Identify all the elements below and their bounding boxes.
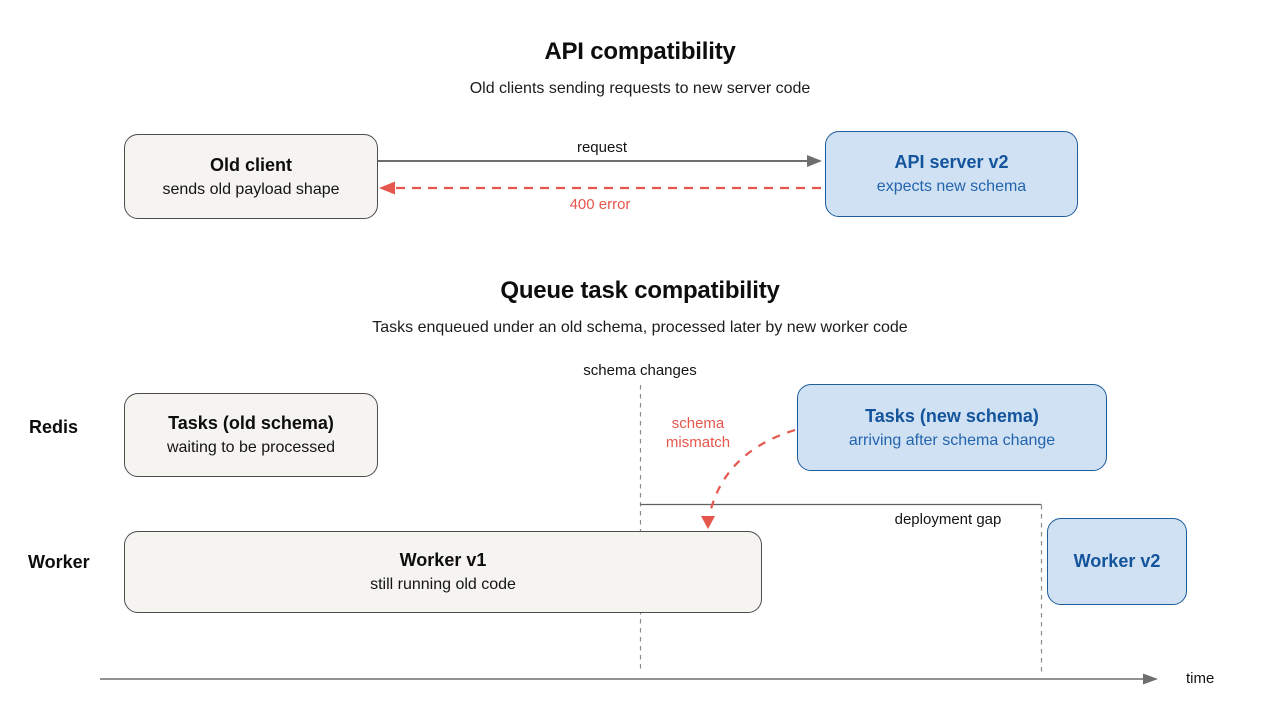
schema-changes-label: schema changes [583,362,697,379]
api-server-title: API server v2 [894,152,1009,173]
error-arrow-label: 400 error [569,196,631,213]
tasks-old-box: Tasks (old schema) waiting to be process… [124,393,378,477]
schema-mismatch-label-line1: schema [671,415,725,432]
lane-label-redis: Redis [29,417,79,437]
lane-label-worker: Worker [28,552,90,572]
old-client-box: Old client sends old payload shape [124,134,378,219]
worker-v1-title: Worker v1 [399,550,487,571]
tasks-old-subtitle: waiting to be processed [166,439,336,457]
tasks-new-subtitle: arriving after schema change [848,431,1056,449]
request-arrow-label: request [576,139,628,156]
queue-section-subtitle: Tasks enqueued under an old schema, proc… [372,319,908,336]
old-client-subtitle: sends old payload shape [162,180,340,198]
schema-mismatch-label-line2: mismatch [665,434,731,451]
tasks-new-title: Tasks (new schema) [865,405,1039,426]
worker-v2-title: Worker v2 [1073,551,1161,572]
worker-v2-box: Worker v2 [1047,518,1187,605]
api-section-title: API compatibility [544,38,736,65]
tasks-old-title: Tasks (old schema) [168,413,334,434]
time-axis [100,673,1158,685]
api-server-box: API server v2 expects new schema [825,131,1078,217]
worker-v1-box: Worker v1 still running old code [124,531,762,613]
old-client-title: Old client [209,154,292,175]
schema-mismatch-label: schema mismatch [648,414,748,452]
tasks-new-box: Tasks (new schema) arriving after schema… [797,384,1107,471]
api-section-subtitle: Old clients sending requests to new serv… [469,80,811,97]
worker-v1-subtitle: still running old code [370,576,516,594]
queue-section-title: Queue task compatibility [500,277,780,304]
api-server-subtitle: expects new schema [876,178,1027,196]
time-axis-label: time [1186,670,1215,687]
error-arrow [379,181,821,195]
request-arrow [378,155,822,167]
deployment-gap-label: deployment gap [894,511,1002,528]
